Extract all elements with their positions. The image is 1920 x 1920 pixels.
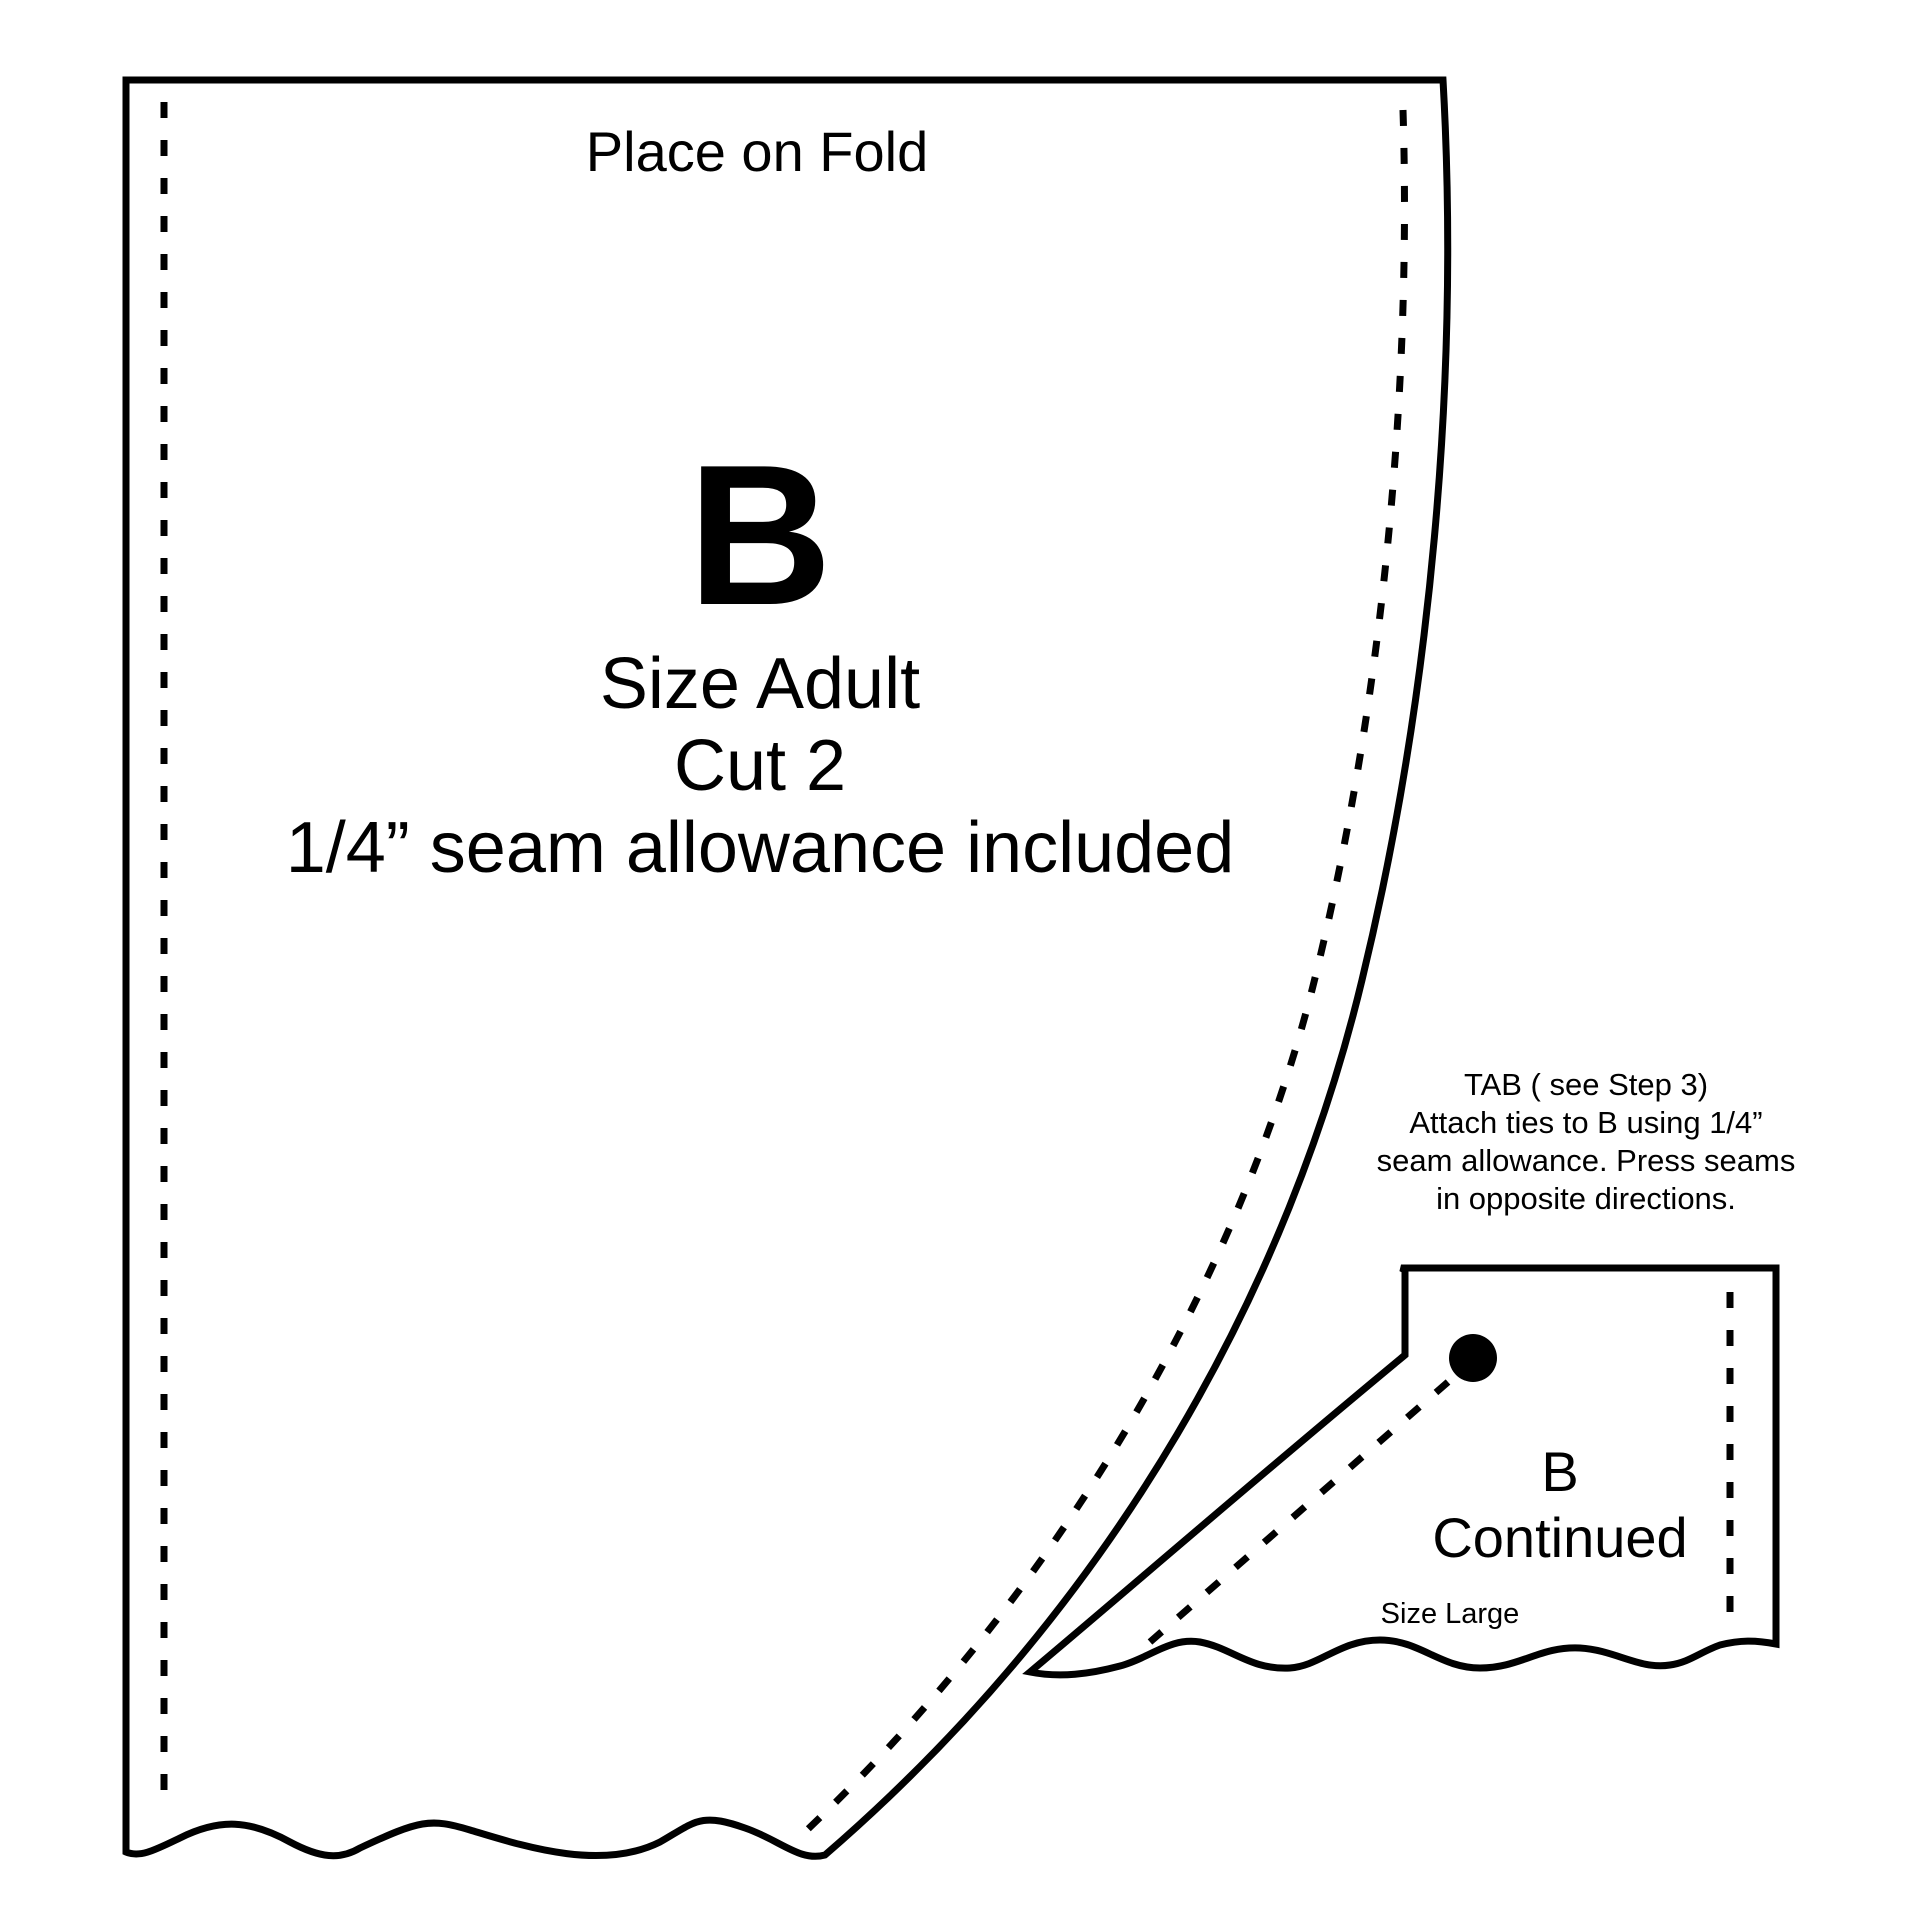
piece-size-label: Size Adult (599, 644, 921, 724)
piece-b-outline (122, 76, 1452, 1860)
place-on-fold-label: Place on Fold (585, 120, 929, 183)
tab-size-label: Size Large (1380, 1598, 1520, 1630)
tab-note-line: Attach ties to B using 1/4” (1409, 1105, 1763, 1140)
piece-letter-b: B (687, 424, 833, 647)
seam-allowance-label: 1/4” seam allowance included (285, 808, 1235, 888)
tab-note-line: in opposite directions. (1436, 1181, 1736, 1216)
placement-dot-marker (1449, 1334, 1497, 1382)
piece-b-seam-stitch-line (804, 109, 1408, 1833)
tab-piece-outline (1022, 1264, 1780, 1679)
piece-cut-label: Cut 2 (673, 726, 847, 806)
tab-continued-label: Continued (1432, 1506, 1688, 1569)
tab-piece-letter: B (1541, 1440, 1579, 1503)
tab-note-line: seam allowance. Press seams (1376, 1143, 1796, 1178)
tab-diagonal-stitch-line (1147, 1379, 1451, 1645)
tab-note-line: TAB ( see Step 3) (1463, 1067, 1709, 1102)
tab-instruction-note: TAB ( see Step 3) Attach ties to B using… (1377, 1066, 1796, 1218)
